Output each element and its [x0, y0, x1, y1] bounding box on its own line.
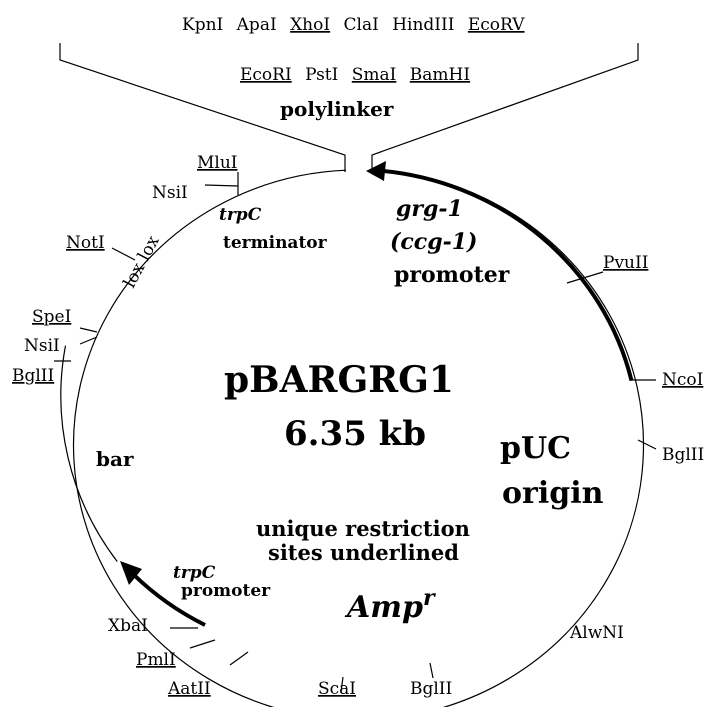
site-noti: NotI: [66, 233, 105, 253]
puc-label-2: origin: [502, 476, 604, 511]
site-bamhi: BamHI: [410, 65, 470, 85]
grg1-label: grg-1: [396, 196, 463, 222]
bar-segment: [60, 345, 118, 562]
trpc-terminator-label-1: trpC: [219, 205, 262, 225]
lox-label: lox lox: [120, 232, 164, 291]
site-aatii: AatII: [167, 679, 211, 699]
trpc-arrow-head: [120, 561, 142, 585]
site-apai: ApaI: [236, 15, 277, 35]
unique-sites-label-2: sites underlined: [268, 540, 459, 565]
plasmid-name: pBARGRG1: [224, 359, 454, 401]
mcs-top-row: KpnI ApaI XhoI ClaI HindIII EcoRV: [182, 15, 525, 35]
site-ncoi: NcoI: [662, 370, 703, 390]
trpc-promoter-arrow: [131, 572, 206, 627]
site-smai: SmaI: [352, 65, 397, 85]
polylinker-bracket: [59, 43, 639, 172]
trpc-terminator-label-2: terminator: [223, 233, 328, 253]
site-pmli: PmlI: [136, 650, 176, 670]
site-bglii-left: BglII: [12, 366, 54, 386]
trpc-promoter-label-1: trpC: [173, 563, 216, 583]
site-ticks: [54, 172, 657, 693]
mcs-bottom-row: EcoRI PstI SmaI BamHI: [240, 65, 470, 85]
polylinker-title: polylinker: [280, 97, 394, 121]
site-kpni: KpnI: [182, 15, 223, 35]
plasmid-size: 6.35 kb: [284, 414, 426, 454]
site-xbai: XbaI: [108, 616, 148, 636]
site-bglii-right: BglII: [662, 445, 704, 465]
site-scai: ScaI: [318, 679, 356, 699]
site-spei: SpeI: [32, 307, 71, 327]
grg1-arrow-head: [366, 161, 386, 181]
site-mlui: MluI: [197, 153, 238, 173]
plasmid-backbone: [72, 169, 645, 707]
site-clai: ClaI: [344, 15, 379, 35]
amp-text: Amp: [344, 590, 423, 625]
grg1-promoter-label: promoter: [394, 262, 510, 288]
site-nsii-lower: NsiI: [24, 336, 60, 356]
site-ecori: EcoRI: [240, 65, 292, 85]
grg1-promoter-arrow: [376, 168, 634, 382]
site-xhoi: XhoI: [290, 15, 330, 35]
site-bglii-bottom: BglII: [410, 679, 452, 699]
site-psti: PstI: [305, 65, 338, 85]
site-hindiii: HindIII: [392, 15, 454, 35]
ccg1-label: (ccg-1): [390, 229, 477, 255]
unique-sites-label-1: unique restriction: [256, 516, 470, 541]
puc-label-1: pUC: [500, 431, 571, 466]
site-ecorv: EcoRV: [468, 15, 525, 35]
site-alwni: AlwNI: [569, 623, 624, 643]
trpc-promoter-label-2: promoter: [181, 581, 271, 601]
ampr-label: Ampr: [344, 585, 436, 625]
site-pvuii: PvuII: [603, 253, 648, 273]
bar-label: bar: [96, 447, 134, 471]
amp-superscript: r: [423, 585, 436, 611]
site-nsii-upper: NsiI: [152, 183, 188, 203]
